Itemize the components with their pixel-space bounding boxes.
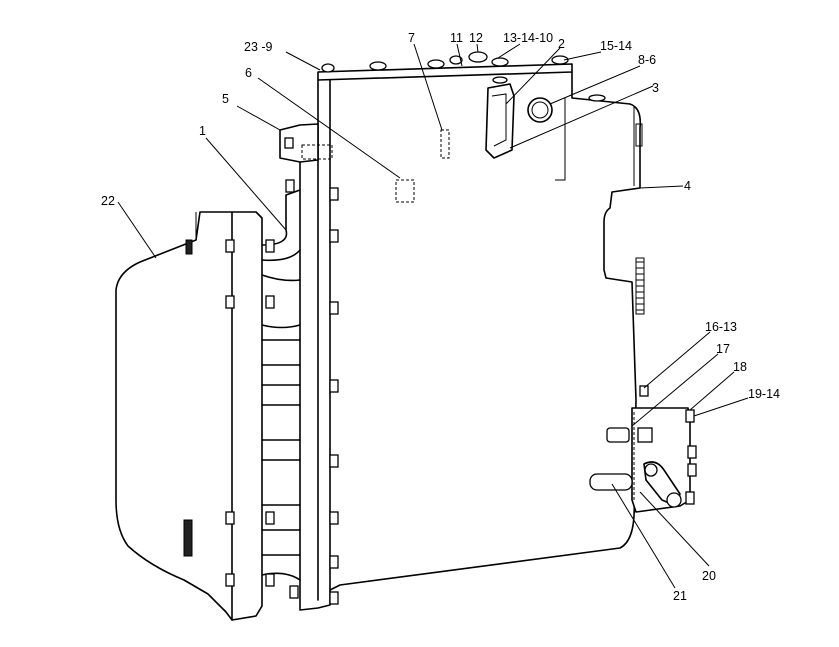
flange-bolts: [329, 187, 339, 605]
label-17: 17: [716, 342, 730, 356]
label-21: 21: [673, 589, 687, 603]
label-23-9: 23 -9: [244, 40, 273, 54]
label-22: 22: [101, 194, 115, 208]
case-body: [317, 51, 645, 601]
label-7: 7: [408, 31, 415, 45]
center-flange: [279, 79, 339, 611]
label-20: 20: [702, 569, 716, 583]
label-13-14-10: 13-14-10: [503, 31, 553, 45]
top-bolts: [321, 51, 569, 73]
label-3: 3: [652, 81, 659, 95]
label-2: 2: [558, 37, 565, 51]
label-11: 11: [450, 31, 463, 45]
valve-assembly: [589, 385, 697, 513]
part-labels: 23 -9 6 5 1 22 7 11 12 13-14-10 2 15-14 …: [101, 31, 780, 603]
label-8-6: 8-6: [638, 53, 656, 67]
leader-lines: [117, 43, 749, 589]
label-4: 4: [684, 179, 691, 193]
left-cover: [115, 189, 301, 621]
label-1: 1: [199, 124, 206, 138]
label-19-14: 19-14: [748, 387, 780, 401]
label-12: 12: [469, 31, 483, 45]
left-flange-bolts: [285, 179, 299, 599]
label-15-14: 15-14: [600, 39, 632, 53]
cover-bolts: [225, 239, 275, 587]
label-6: 6: [245, 66, 252, 80]
label-18: 18: [733, 360, 747, 374]
label-16-13: 16-13: [705, 320, 737, 334]
label-5: 5: [222, 92, 229, 106]
